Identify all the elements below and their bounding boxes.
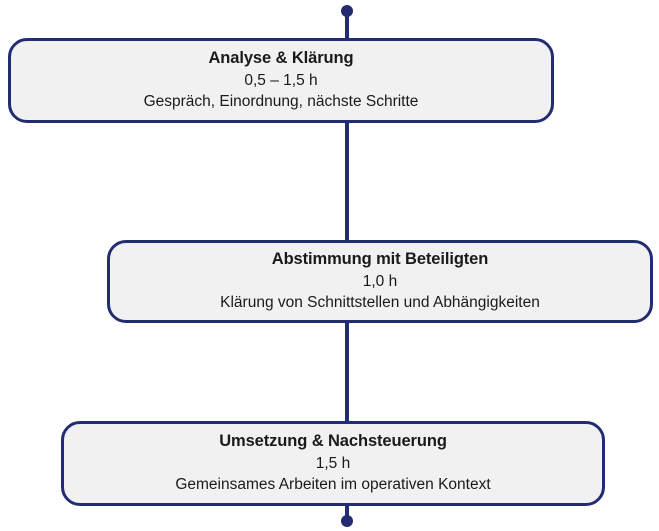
flowchart-step-box-2[interactable]: Abstimmung mit Beteiligten 1,0 h Klärung… (107, 240, 653, 323)
timeline-start-dot-icon (341, 5, 353, 17)
flowchart-step-box-3[interactable]: Umsetzung & Nachsteuerung 1,5 h Gemeinsa… (61, 421, 605, 506)
timeline-end-dot-icon (341, 515, 353, 527)
step-description: Gemeinsames Arbeiten im operativen Konte… (175, 476, 491, 494)
step-description: Gespräch, Einordnung, nächste Schritte (143, 93, 419, 111)
step-description: Klärung von Schnittstellen und Abhängigk… (220, 294, 540, 312)
step-title: Abstimmung mit Beteiligten (271, 250, 489, 269)
step-duration: 0,5 – 1,5 h (244, 72, 318, 90)
step-title: Umsetzung & Nachsteuerung (219, 432, 447, 451)
step-duration: 1,0 h (362, 273, 398, 291)
step-duration: 1,5 h (315, 455, 351, 473)
flowchart-step-box-1[interactable]: Analyse & Klärung 0,5 – 1,5 h Gespräch, … (8, 38, 554, 123)
step-title: Analyse & Klärung (208, 49, 354, 68)
